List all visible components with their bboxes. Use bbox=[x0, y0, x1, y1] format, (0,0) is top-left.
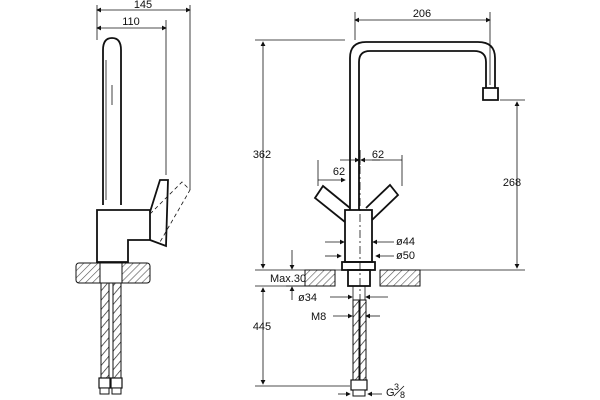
front-dimension-diameters: ø44 ø50 bbox=[325, 236, 415, 262]
front-spout bbox=[349, 41, 499, 210]
dim-diam-base: ø50 bbox=[396, 250, 415, 262]
dim-lever-right: 62 bbox=[372, 149, 384, 161]
dim-hose-length: 445 bbox=[253, 321, 271, 333]
front-body bbox=[344, 209, 373, 263]
front-dimension-362: 362 bbox=[253, 39, 345, 271]
side-hose-right bbox=[112, 282, 122, 379]
dim-width-spout: 110 bbox=[122, 16, 140, 28]
dim-connector-den: 8 bbox=[400, 390, 405, 400]
front-lever-right bbox=[365, 183, 400, 221]
side-view: 145 110 bbox=[75, 0, 191, 395]
side-lever bbox=[149, 179, 169, 248]
front-base bbox=[341, 261, 376, 271]
side-dimension-110: 110 bbox=[96, 16, 167, 175]
front-hose-right bbox=[359, 299, 367, 381]
front-dimension-445: 445 bbox=[253, 285, 350, 387]
dim-height-outlet: 268 bbox=[503, 177, 521, 189]
front-dimension-lever: 62 62 bbox=[317, 149, 403, 186]
front-dimension-stud: M8 bbox=[311, 311, 380, 323]
dim-spout-reach: 206 bbox=[413, 8, 431, 20]
side-body bbox=[96, 209, 151, 263]
front-countertop-right bbox=[379, 269, 421, 287]
dim-diam-shank: ø34 bbox=[298, 292, 317, 304]
front-view: 206 362 268 62 62 bbox=[253, 8, 525, 400]
dim-connector-num: 3 bbox=[394, 382, 399, 392]
side-dimension-145: 145 bbox=[96, 0, 191, 190]
side-lever-alt bbox=[149, 181, 191, 243]
front-dimension-connector: G 3 8 bbox=[338, 382, 405, 400]
dim-lever-left: 62 bbox=[333, 166, 345, 178]
dim-width-overall: 145 bbox=[134, 0, 152, 11]
front-hose-left bbox=[352, 299, 360, 381]
dim-connector-main: G bbox=[386, 387, 395, 399]
dim-height-spout: 362 bbox=[253, 149, 271, 161]
front-shank bbox=[352, 285, 366, 301]
front-dimension-shank: ø34 bbox=[298, 292, 388, 304]
dim-diam-body: ø44 bbox=[396, 236, 415, 248]
side-spout bbox=[102, 37, 122, 205]
dim-thread-stud: M8 bbox=[311, 311, 326, 323]
dim-max-deck: Max.30 bbox=[270, 273, 306, 285]
front-countertop-left bbox=[304, 269, 336, 287]
front-lever-left bbox=[313, 184, 351, 223]
side-hose-left bbox=[100, 282, 110, 379]
front-dimension-268: 268 bbox=[420, 99, 525, 271]
front-dimension-206: 206 bbox=[354, 8, 491, 85]
